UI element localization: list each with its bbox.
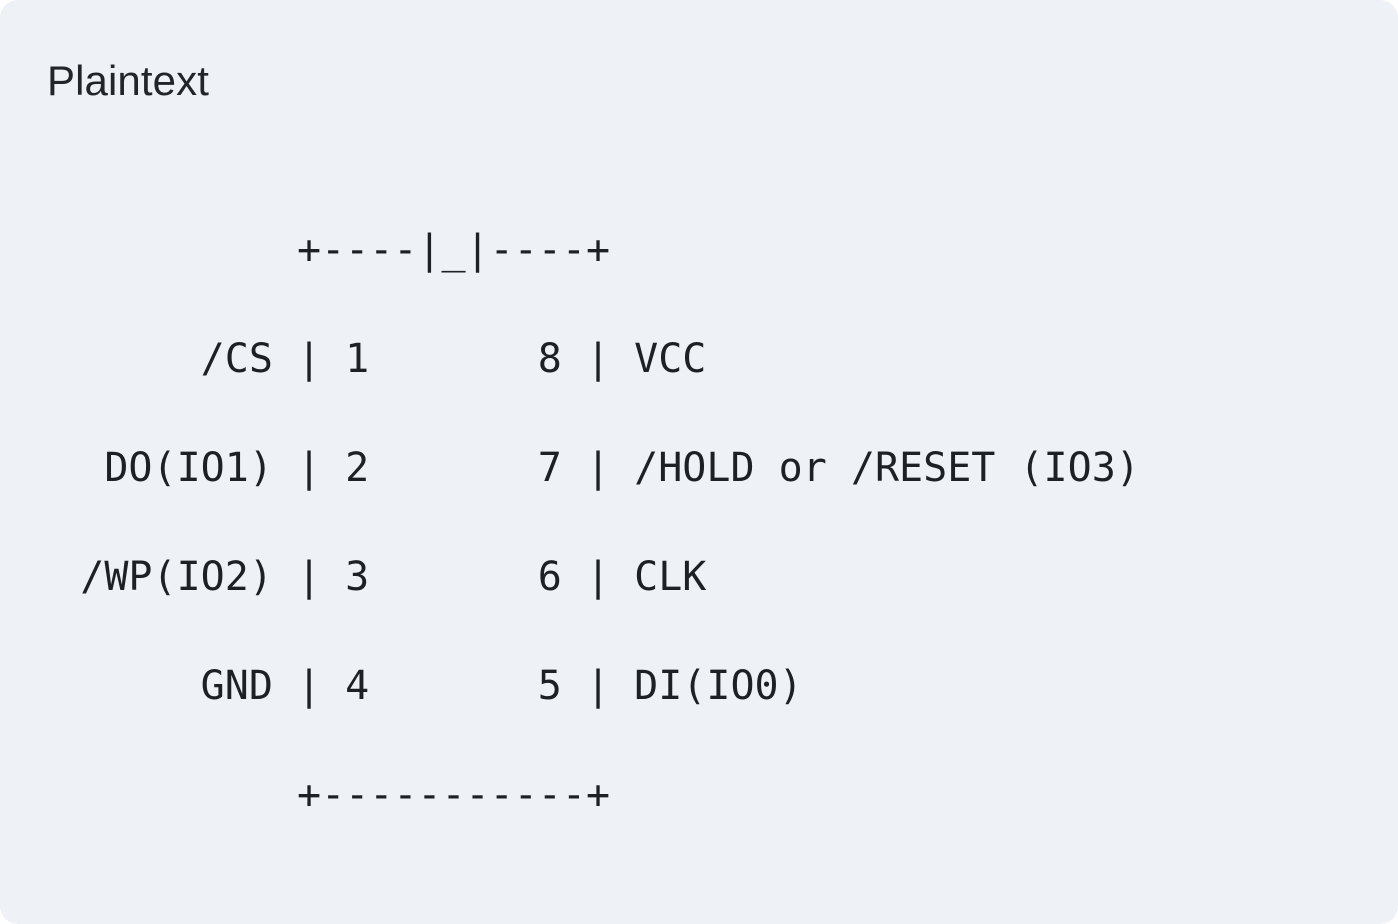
ascii-pinout-diagram: +----|_|----+ /CS | 1 8 | VCC DO(IO1) | … — [0, 196, 1398, 850]
code-block-header: Plaintext — [47, 52, 209, 110]
code-content-area: +----|_|----+ /CS | 1 8 | VCC DO(IO1) | … — [0, 196, 1398, 850]
pinout-row-pin3-pin6: /WP(IO2) | 3 6 | CLK — [8, 554, 707, 600]
pinout-row-pin2-pin7: DO(IO1) | 2 7 | /HOLD or /RESET (IO3) — [8, 445, 1140, 491]
pinout-bottom-border: +-----------+ — [8, 772, 611, 818]
pinout-row-pin1-pin8: /CS | 1 8 | VCC — [8, 336, 707, 382]
pinout-row-pin4-pin5: GND | 4 5 | DI(IO0) — [8, 663, 803, 709]
pinout-top-border: +----|_|----+ — [8, 227, 611, 273]
code-language-label: Plaintext — [47, 57, 209, 104]
